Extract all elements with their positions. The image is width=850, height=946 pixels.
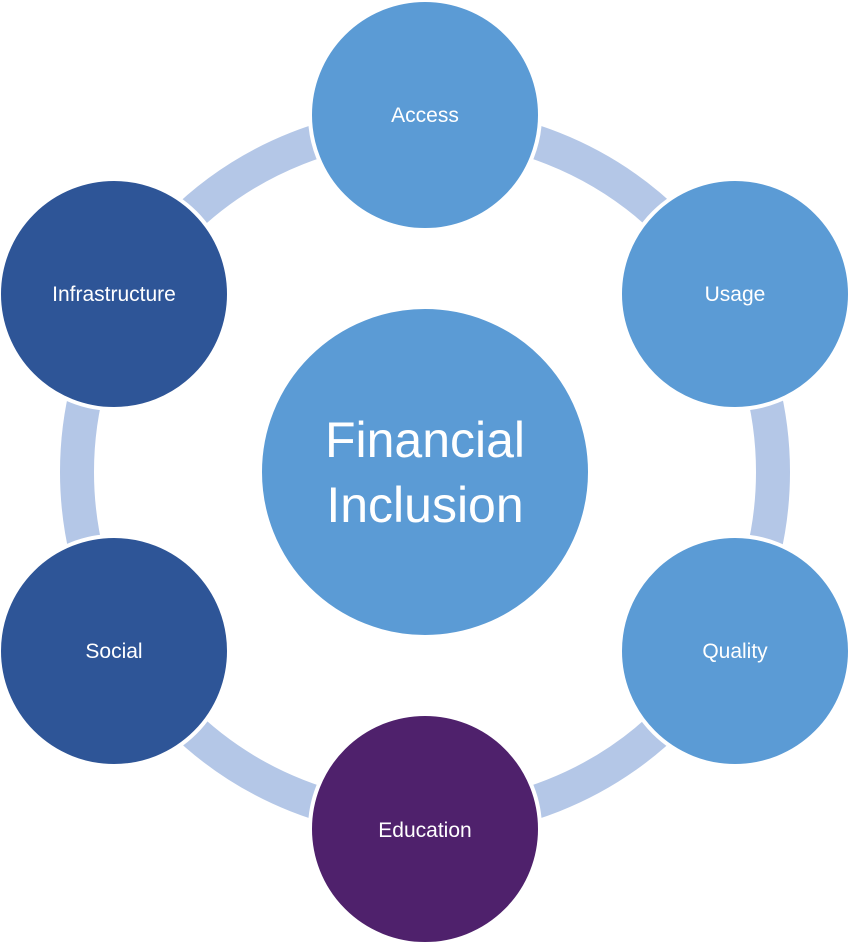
node-access-circle xyxy=(308,0,542,232)
node-access-label: Access xyxy=(391,104,459,127)
node-infrastructure: Infrastructure xyxy=(0,177,231,411)
node-social: Social xyxy=(0,534,231,768)
node-quality: Quality xyxy=(618,534,850,768)
node-quality-label: Quality xyxy=(702,640,768,663)
node-social-circle xyxy=(0,534,231,768)
node-infrastructure-circle xyxy=(0,177,231,411)
node-usage: Usage xyxy=(618,177,850,411)
center-node: Financial Inclusion xyxy=(258,305,592,639)
node-education-label: Education xyxy=(378,819,471,842)
center-label-line1: Financial xyxy=(325,412,525,468)
center-circle xyxy=(258,305,592,639)
node-education-circle xyxy=(308,712,542,946)
node-quality-circle xyxy=(618,534,850,768)
node-education: Education xyxy=(308,712,542,946)
node-usage-circle xyxy=(618,177,850,411)
node-infrastructure-label: Infrastructure xyxy=(52,283,176,306)
center-label-line2: Inclusion xyxy=(326,477,523,533)
node-social-label: Social xyxy=(85,640,142,663)
node-usage-label: Usage xyxy=(705,283,766,306)
node-access: Access xyxy=(308,0,542,232)
